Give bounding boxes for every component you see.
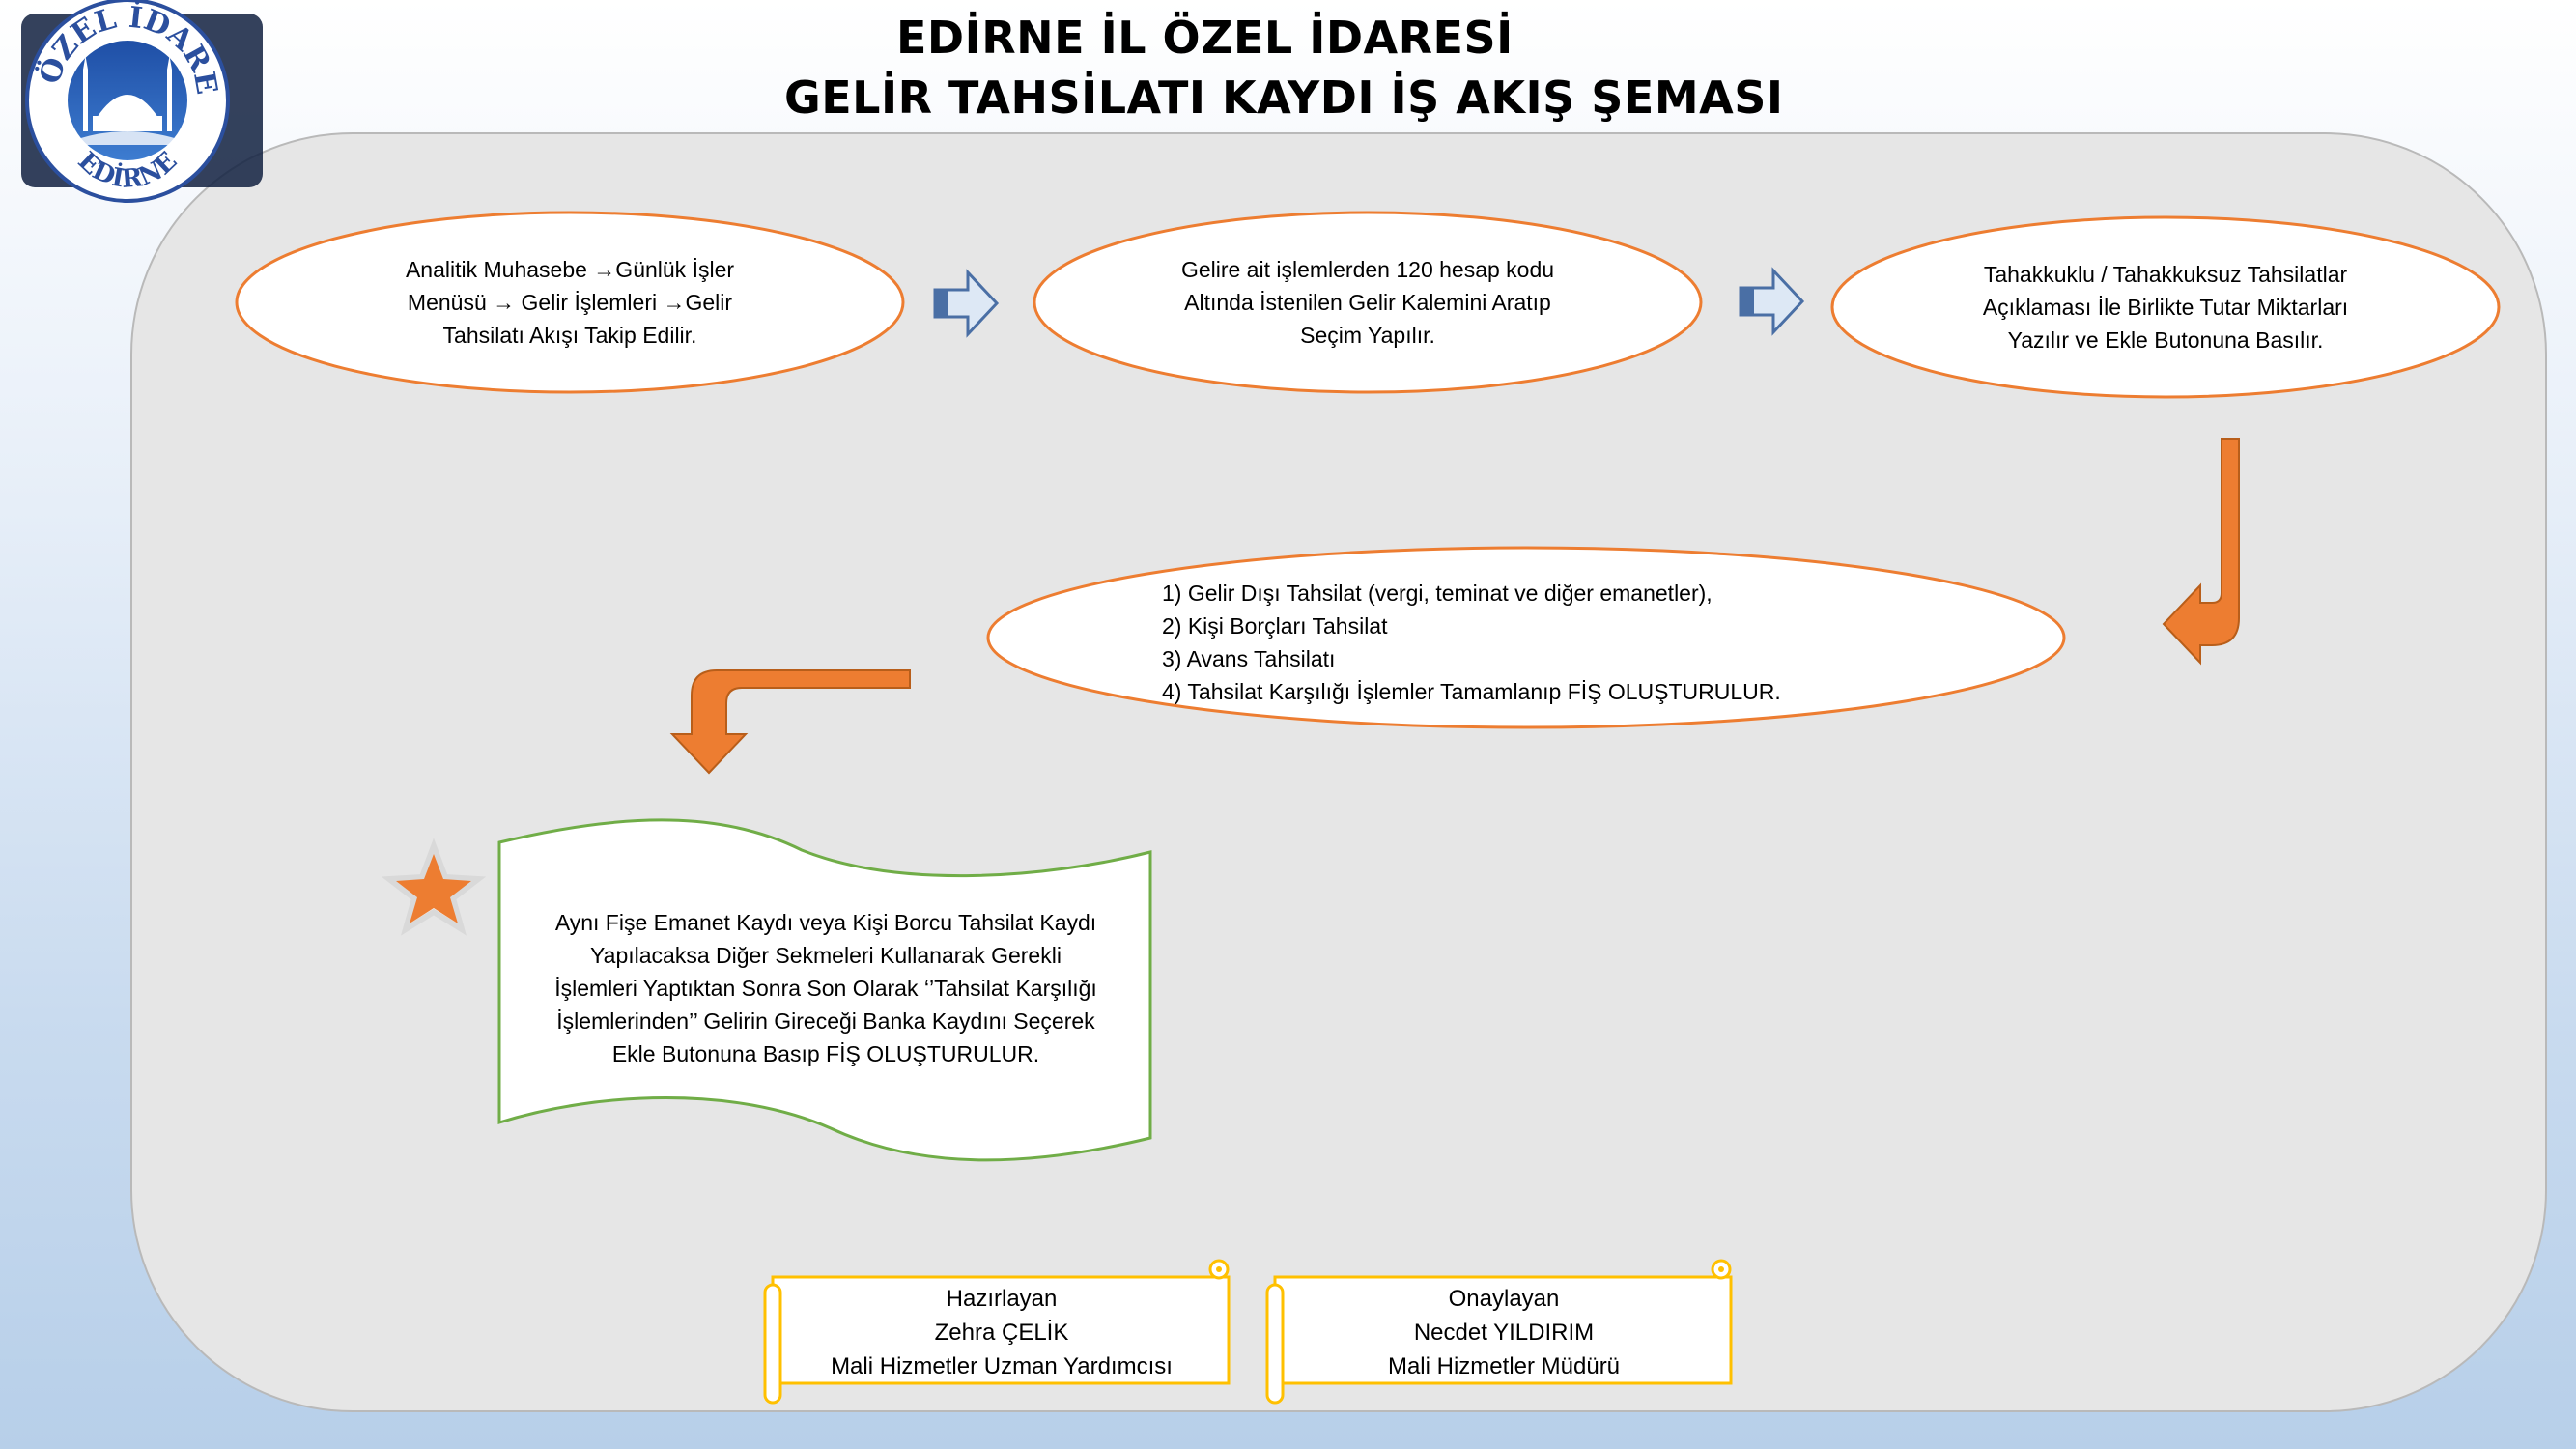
right-arrow-icon [933, 269, 1000, 338]
down-left-arrow-icon [2162, 438, 2240, 666]
step2-text: Gelire ait işlemlerden 120 hesap kodu Al… [1180, 257, 1555, 348]
star-icon [381, 838, 487, 936]
step4-item: 3) Avans Tahsilatı [1162, 646, 1336, 671]
approved-title: Mali Hizmetler Müdürü [1387, 1353, 1621, 1379]
right-arrow-icon [1739, 267, 1805, 336]
left-down-arrow-icon [669, 669, 911, 775]
approved-by-block: Onaylayan Necdet YILDIRIM Mali Hizmetler… [1283, 1282, 1725, 1383]
prepared-title: Mali Hizmetler Uzman Yardımcısı [831, 1353, 1173, 1379]
page-subtitle: GELİR TAHSİLATI KAYDI İŞ AKIŞ ŞEMASI [784, 71, 1784, 124]
approved-role: Onaylayan [1448, 1286, 1560, 1312]
note-text: Aynı Fişe Emanet Kaydı veya Kişi Borcu T… [554, 910, 1097, 1066]
scroll-icon [1265, 1259, 1733, 1405]
prepared-role: Hazırlayan [946, 1286, 1058, 1312]
step1-ellipse [235, 211, 905, 394]
scroll-icon [763, 1259, 1231, 1405]
step4-text: 1) Gelir Dışı Tahsilat (vergi, teminat v… [1162, 577, 1781, 708]
step2-ellipse [1033, 211, 1703, 394]
mosque-icon [77, 56, 178, 145]
note-shape [497, 818, 1152, 1162]
prepared-name: Zehra ÇELİK [934, 1320, 1069, 1346]
prepared-by-block: Hazırlayan Zehra ÇELİK Mali Hizmetler Uz… [780, 1282, 1223, 1383]
step4-item: 1) Gelir Dışı Tahsilat (vergi, teminat v… [1162, 581, 1713, 606]
approved-name: Necdet YILDIRIM [1413, 1320, 1595, 1346]
step4-item: 2) Kişi Borçları Tahsilat [1162, 613, 1388, 639]
step4-ellipse [986, 546, 2066, 729]
step3-ellipse [1830, 215, 2501, 399]
page-title: EDİRNE İL ÖZEL İDARESİ [896, 12, 1514, 64]
step1-text: Analitik Muhasebe →Günlük İşler Menüsü →… [405, 257, 735, 348]
step4-item: 4) Tahsilat Karşılığı İşlemler Tamamlanı… [1162, 679, 1781, 704]
step3-text: Tahakkuklu / Tahakkuksuz Tahsilatlar Açı… [1982, 262, 2349, 353]
logo: İL ÖZEL İDARESİ EDİRNE [0, 0, 263, 203]
